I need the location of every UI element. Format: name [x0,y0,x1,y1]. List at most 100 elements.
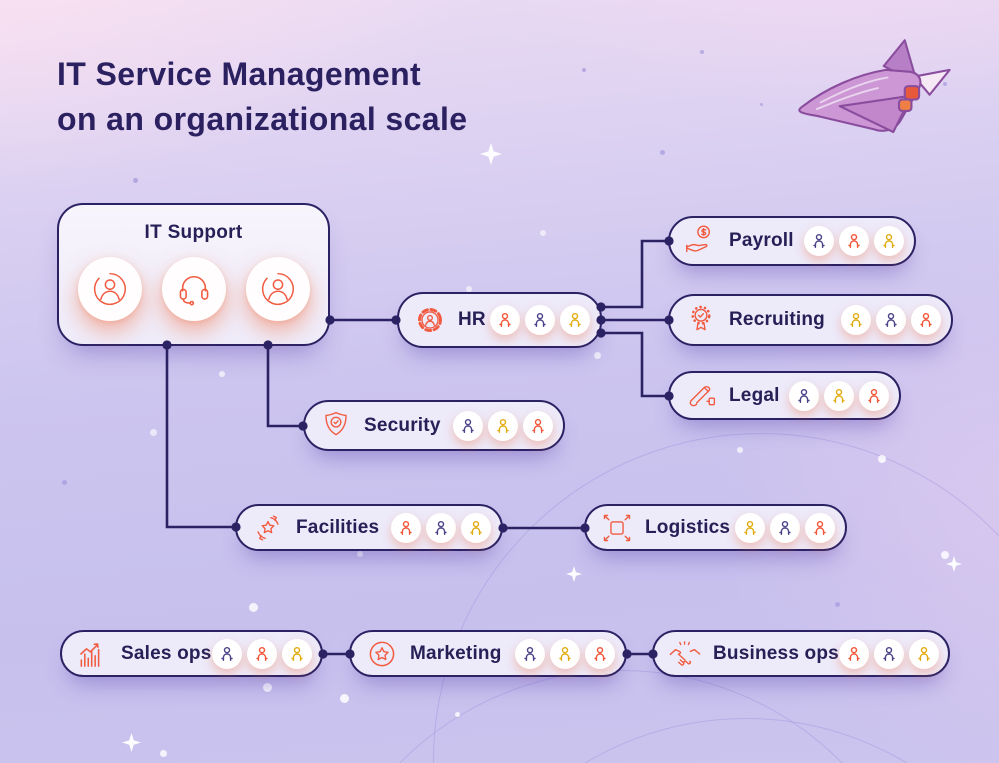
node-business-ops: Business ops [652,630,950,677]
member-avatar-yellow [824,380,854,411]
star-dot [455,712,460,717]
connector-itsupport-facilities [165,345,236,529]
node-facilities: Facilities [235,504,503,551]
star-dot [219,371,225,377]
star-dot [133,178,138,183]
star-dot [660,150,665,155]
member-avatars [515,638,615,669]
star-dot [357,551,363,557]
member-avatar-navy [525,305,555,335]
star-dot [160,750,167,757]
background-circle [310,670,932,763]
member-avatar-orange [805,512,835,543]
node-it-support: IT Support [57,203,330,346]
member-avatar-orange [523,410,553,441]
star-dot [878,455,886,463]
page-title-line1: IT Service Management [57,56,422,92]
node-label: Logistics [645,516,731,538]
award-ribbon-icon [682,301,720,339]
node-label: HR [458,309,486,330]
star-dot [582,68,586,72]
sparkle-star [566,566,582,582]
member-avatars [804,226,904,256]
person-avatar-icon [77,257,142,321]
member-avatar-navy [789,380,819,411]
member-avatar-navy [426,512,456,543]
member-avatar-navy [453,410,483,441]
connector-itsupport-security [266,345,303,428]
star-dot [594,352,601,359]
it-support-team [59,257,328,321]
member-avatar-navy [804,226,834,256]
member-avatar-orange [838,638,869,669]
background-circle [433,718,999,763]
node-recruiting: Recruiting [668,294,953,346]
member-avatar-yellow [550,638,580,669]
node-security: Security [303,400,565,451]
member-avatar-orange [859,380,889,411]
member-avatar-yellow [841,305,871,335]
page-title-line2: on an organizational scale [57,101,468,137]
member-avatar-orange [490,305,520,335]
star-dot [249,603,258,612]
member-avatar-yellow [281,638,312,669]
node-sales-ops: Sales ops [60,630,323,677]
member-avatar-yellow [735,512,765,543]
star-dot [340,694,349,703]
growth-chart-icon [74,635,112,673]
node-marketing: Marketing [349,630,627,677]
star-dot [835,602,840,607]
member-avatar-yellow [560,305,590,335]
member-avatar-orange [839,226,869,256]
node-label: Sales ops [121,642,212,664]
headset-icon [161,257,226,321]
member-avatar-orange [391,512,421,543]
node-label: IT Support [144,222,243,243]
member-avatar-navy [873,638,904,669]
sparkle-star [480,143,502,165]
star-dot [760,103,763,106]
node-label: Recruiting [729,309,825,330]
member-avatar-yellow [461,512,491,543]
member-avatars [838,638,939,669]
star-dot [150,429,157,436]
star-badge-icon [363,635,401,673]
member-avatar-yellow [908,638,939,669]
sparkle-star [122,733,141,752]
member-avatar-orange [246,638,277,669]
member-avatar-navy [211,638,242,669]
member-avatar-orange [585,638,615,669]
star-cycle-icon [249,509,287,547]
member-avatars [490,305,590,335]
node-label: Legal [729,384,780,406]
hand-pen-icon [682,377,720,415]
member-avatar-navy [770,512,800,543]
person-avatar-icon [245,257,310,321]
node-label: Marketing [410,642,502,664]
member-avatars [211,638,312,669]
page-title: IT Service Management on an organization… [57,52,468,142]
box-expand-icon [598,509,636,547]
member-avatars [789,380,889,411]
node-label: Payroll [729,230,794,251]
member-avatar-orange [911,305,941,335]
star-dot [540,230,546,236]
gear-person-icon [411,301,449,339]
star-dot [62,480,67,485]
member-avatar-navy [515,638,545,669]
member-avatar-navy [876,305,906,335]
node-label: Facilities [296,516,380,538]
node-legal: Legal [668,371,901,420]
star-dot [700,50,704,54]
hand-coin-icon [682,222,720,260]
sparkle-star [946,556,962,572]
node-logistics: Logistics [584,504,847,551]
background-circle [433,433,999,763]
member-avatars [453,410,553,441]
star-dot [941,551,949,559]
handshake-icon [666,635,704,673]
space-shuttle-illustration [798,39,951,134]
member-avatar-yellow [488,410,518,441]
star-dot [263,683,272,692]
